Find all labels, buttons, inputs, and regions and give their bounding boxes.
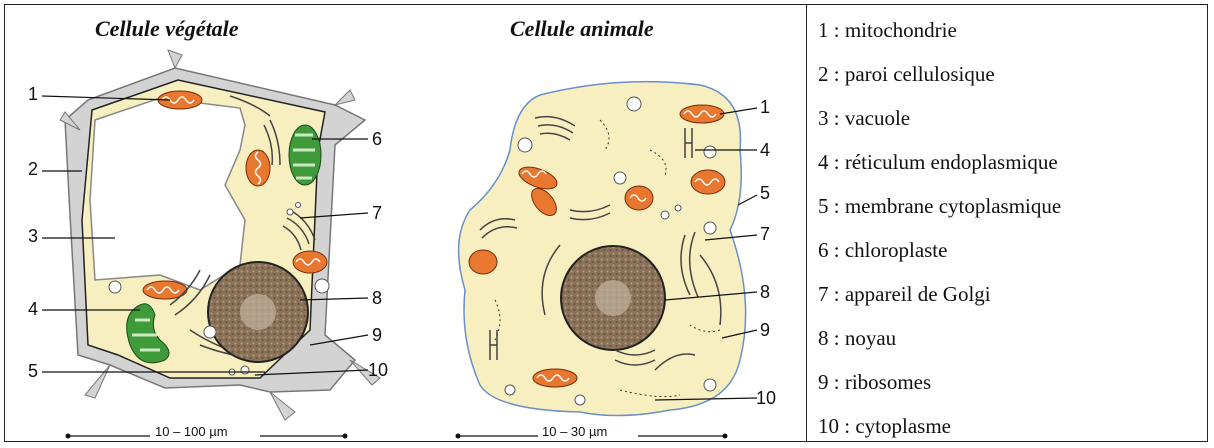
animal-mitochondrion-1 bbox=[680, 105, 724, 123]
animal-cell-diagram: 1 4 5 7 8 9 10 10 – 30 µm bbox=[420, 0, 805, 445]
animal-mitochondrion-4 bbox=[625, 186, 653, 210]
plant-label-7: 7 bbox=[372, 203, 382, 223]
animal-mitochondrion-5 bbox=[691, 170, 725, 194]
legend-item-noyau: 8 : noyau bbox=[818, 316, 1203, 360]
legend-item-golgi: 7 : appareil de Golgi bbox=[818, 272, 1203, 316]
plant-label-10: 10 bbox=[368, 360, 388, 380]
legend-item-cytoplasme: 10 : cytoplasme bbox=[818, 404, 1203, 448]
legend: 1 : mitochondrie 2 : paroi cellulosique … bbox=[818, 8, 1203, 448]
animal-label-9: 9 bbox=[760, 320, 770, 340]
plant-label-4: 4 bbox=[28, 299, 38, 319]
plant-label-1: 1 bbox=[28, 84, 38, 104]
legend-item-paroi: 2 : paroi cellulosique bbox=[818, 52, 1203, 96]
plant-label-5: 5 bbox=[28, 361, 38, 381]
animal-label-1: 1 bbox=[760, 97, 770, 117]
plant-cell-diagram: 1 2 3 4 5 6 7 8 9 10 10 – 100 µm bbox=[0, 0, 420, 445]
animal-label-5: 5 bbox=[760, 183, 770, 203]
plant-mitochondrion-3 bbox=[293, 251, 327, 273]
animal-label-7: 7 bbox=[760, 224, 770, 244]
animal-mitochondrion-7 bbox=[533, 369, 577, 387]
legend-item-reticulum: 4 : réticulum endoplasmique bbox=[818, 140, 1203, 184]
animal-scale-label: 10 – 30 µm bbox=[542, 424, 607, 439]
legend-item-ribosomes: 9 : ribosomes bbox=[818, 360, 1203, 404]
animal-label-4: 4 bbox=[760, 140, 770, 160]
vacuole bbox=[90, 98, 245, 290]
plant-label-8: 8 bbox=[372, 288, 382, 308]
legend-item-vacuole: 3 : vacuole bbox=[818, 96, 1203, 140]
plant-label-9: 9 bbox=[372, 325, 382, 345]
animal-label-10: 10 bbox=[756, 388, 776, 408]
legend-item-mitochondrie: 1 : mitochondrie bbox=[818, 8, 1203, 52]
legend-item-membrane: 5 : membrane cytoplasmique bbox=[818, 184, 1203, 228]
legend-item-chloroplaste: 6 : chloroplaste bbox=[818, 228, 1203, 272]
legend-divider bbox=[806, 4, 807, 442]
plant-label-3: 3 bbox=[28, 226, 38, 246]
plant-scale-label: 10 – 100 µm bbox=[155, 424, 228, 439]
plant-label-2: 2 bbox=[28, 159, 38, 179]
animal-label-8: 8 bbox=[760, 282, 770, 302]
chloroplast-1 bbox=[289, 125, 321, 185]
animal-mitochondrion-6 bbox=[469, 250, 497, 274]
plant-label-6: 6 bbox=[372, 129, 382, 149]
plant-mitochondrion-2 bbox=[246, 150, 270, 186]
